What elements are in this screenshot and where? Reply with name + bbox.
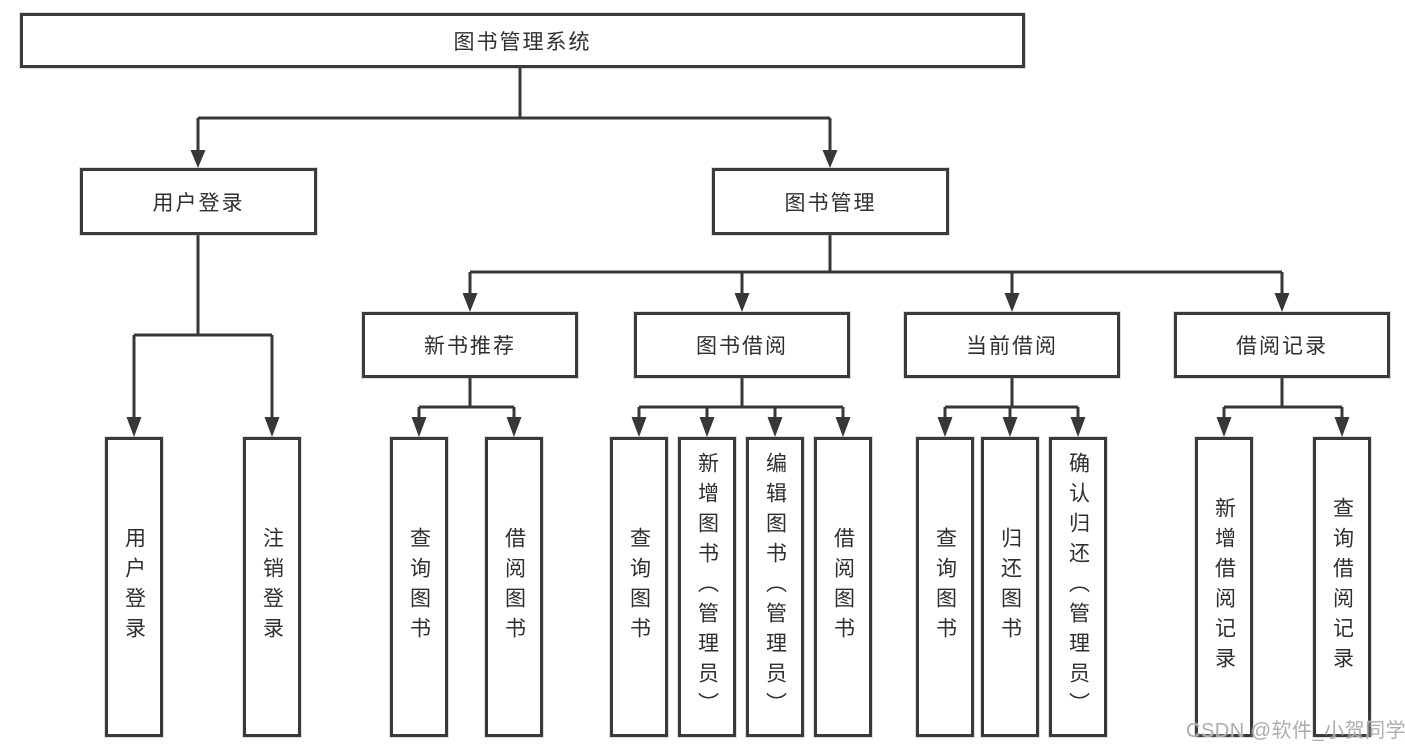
arrowhead bbox=[631, 417, 647, 437]
node-new-book-rec: 新书推荐 bbox=[362, 312, 578, 378]
arrowhead bbox=[126, 417, 142, 437]
leaf-br-query-record: 查询借阅记录 bbox=[1313, 437, 1371, 737]
connector-borrow-records-to-children bbox=[1216, 378, 1350, 437]
arrowhead bbox=[1216, 417, 1232, 437]
leaf-bb-borrow-books-label: 借阅图书 bbox=[831, 527, 855, 647]
connector-book-mgmt-to-level3 bbox=[462, 235, 1290, 312]
arrowhead bbox=[822, 150, 838, 168]
arrowhead bbox=[264, 417, 280, 437]
leaf-nb-borrow-books: 借阅图书 bbox=[485, 437, 543, 737]
leaf-br-add-record-label: 新增借阅记录 bbox=[1212, 497, 1236, 677]
arrowhead bbox=[767, 417, 783, 437]
leaf-cb-confirm-return-admin: 确认归还（管理员） bbox=[1049, 437, 1107, 737]
connector-root-to-level2 bbox=[190, 68, 838, 168]
arrowhead bbox=[1002, 417, 1018, 437]
leaf-bb-query-books-label: 查询图书 bbox=[627, 527, 651, 647]
arrowhead bbox=[1004, 293, 1020, 312]
csdn-watermark: CSDN @软件_小贺同学 bbox=[1186, 720, 1405, 742]
leaf-bb-borrow-books: 借阅图书 bbox=[814, 437, 872, 737]
leaf-bb-edit-books-admin: 编辑图书（管理员） bbox=[746, 437, 804, 737]
arrowhead bbox=[1070, 417, 1086, 437]
arrowhead bbox=[462, 293, 478, 312]
node-user-login: 用户登录 bbox=[80, 168, 317, 235]
leaf-bb-add-books-admin-label: 新增图书（管理员） bbox=[695, 452, 719, 722]
node-borrow-records-label: 借阅记录 bbox=[1236, 335, 1328, 358]
node-book-mgmt-label: 图书管理 bbox=[784, 191, 877, 215]
arrowhead bbox=[937, 417, 953, 437]
node-current-borrow: 当前借阅 bbox=[904, 312, 1120, 378]
connector-current-borrow-to-children bbox=[937, 378, 1086, 437]
leaf-nb-query-books-label: 查询图书 bbox=[407, 527, 431, 647]
node-current-borrow-label: 当前借阅 bbox=[966, 335, 1058, 358]
leaf-logout: 注销登录 bbox=[243, 437, 301, 737]
leaf-nb-borrow-books-label: 借阅图书 bbox=[502, 527, 526, 647]
leaf-bb-edit-books-admin-label: 编辑图书（管理员） bbox=[763, 452, 787, 722]
leaf-cb-confirm-return-admin-label: 确认归还（管理员） bbox=[1066, 452, 1090, 722]
leaf-bb-add-books-admin: 新增图书（管理员） bbox=[678, 437, 736, 737]
node-library-system: 图书管理系统 bbox=[20, 13, 1025, 68]
node-book-borrow: 图书借阅 bbox=[634, 312, 850, 378]
leaf-logout-label: 注销登录 bbox=[260, 527, 284, 647]
arrowhead bbox=[1334, 417, 1350, 437]
connector-book-borrow-to-children bbox=[631, 378, 851, 437]
arrowhead bbox=[506, 417, 522, 437]
arrowhead bbox=[734, 293, 750, 312]
node-borrow-records: 借阅记录 bbox=[1174, 312, 1390, 378]
leaf-user-login-label: 用户登录 bbox=[122, 527, 146, 647]
leaf-bb-query-books: 查询图书 bbox=[610, 437, 668, 737]
node-book-borrow-label: 图书借阅 bbox=[696, 335, 788, 358]
leaf-cb-query-books-label: 查询图书 bbox=[933, 527, 957, 647]
node-new-book-rec-label: 新书推荐 bbox=[424, 335, 516, 358]
leaf-cb-return-books-label: 归还图书 bbox=[998, 527, 1022, 647]
leaf-br-query-record-label: 查询借阅记录 bbox=[1330, 497, 1354, 677]
leaf-cb-query-books: 查询图书 bbox=[916, 437, 974, 737]
connector-user-login-to-children bbox=[126, 235, 280, 437]
arrowhead bbox=[699, 417, 715, 437]
leaf-nb-query-books: 查询图书 bbox=[390, 437, 448, 737]
arrowhead bbox=[411, 417, 427, 437]
leaf-br-add-record: 新增借阅记录 bbox=[1195, 437, 1253, 737]
connector-new-book-rec-to-children bbox=[411, 378, 522, 437]
arrowhead bbox=[1274, 293, 1290, 312]
node-user-login-label: 用户登录 bbox=[152, 191, 245, 215]
arrowhead bbox=[835, 417, 851, 437]
node-library-system-label: 图书管理系统 bbox=[453, 30, 592, 54]
leaf-cb-return-books: 归还图书 bbox=[981, 437, 1039, 737]
node-book-mgmt: 图书管理 bbox=[712, 168, 949, 235]
arrowhead bbox=[190, 150, 206, 168]
leaf-user-login: 用户登录 bbox=[105, 437, 163, 737]
